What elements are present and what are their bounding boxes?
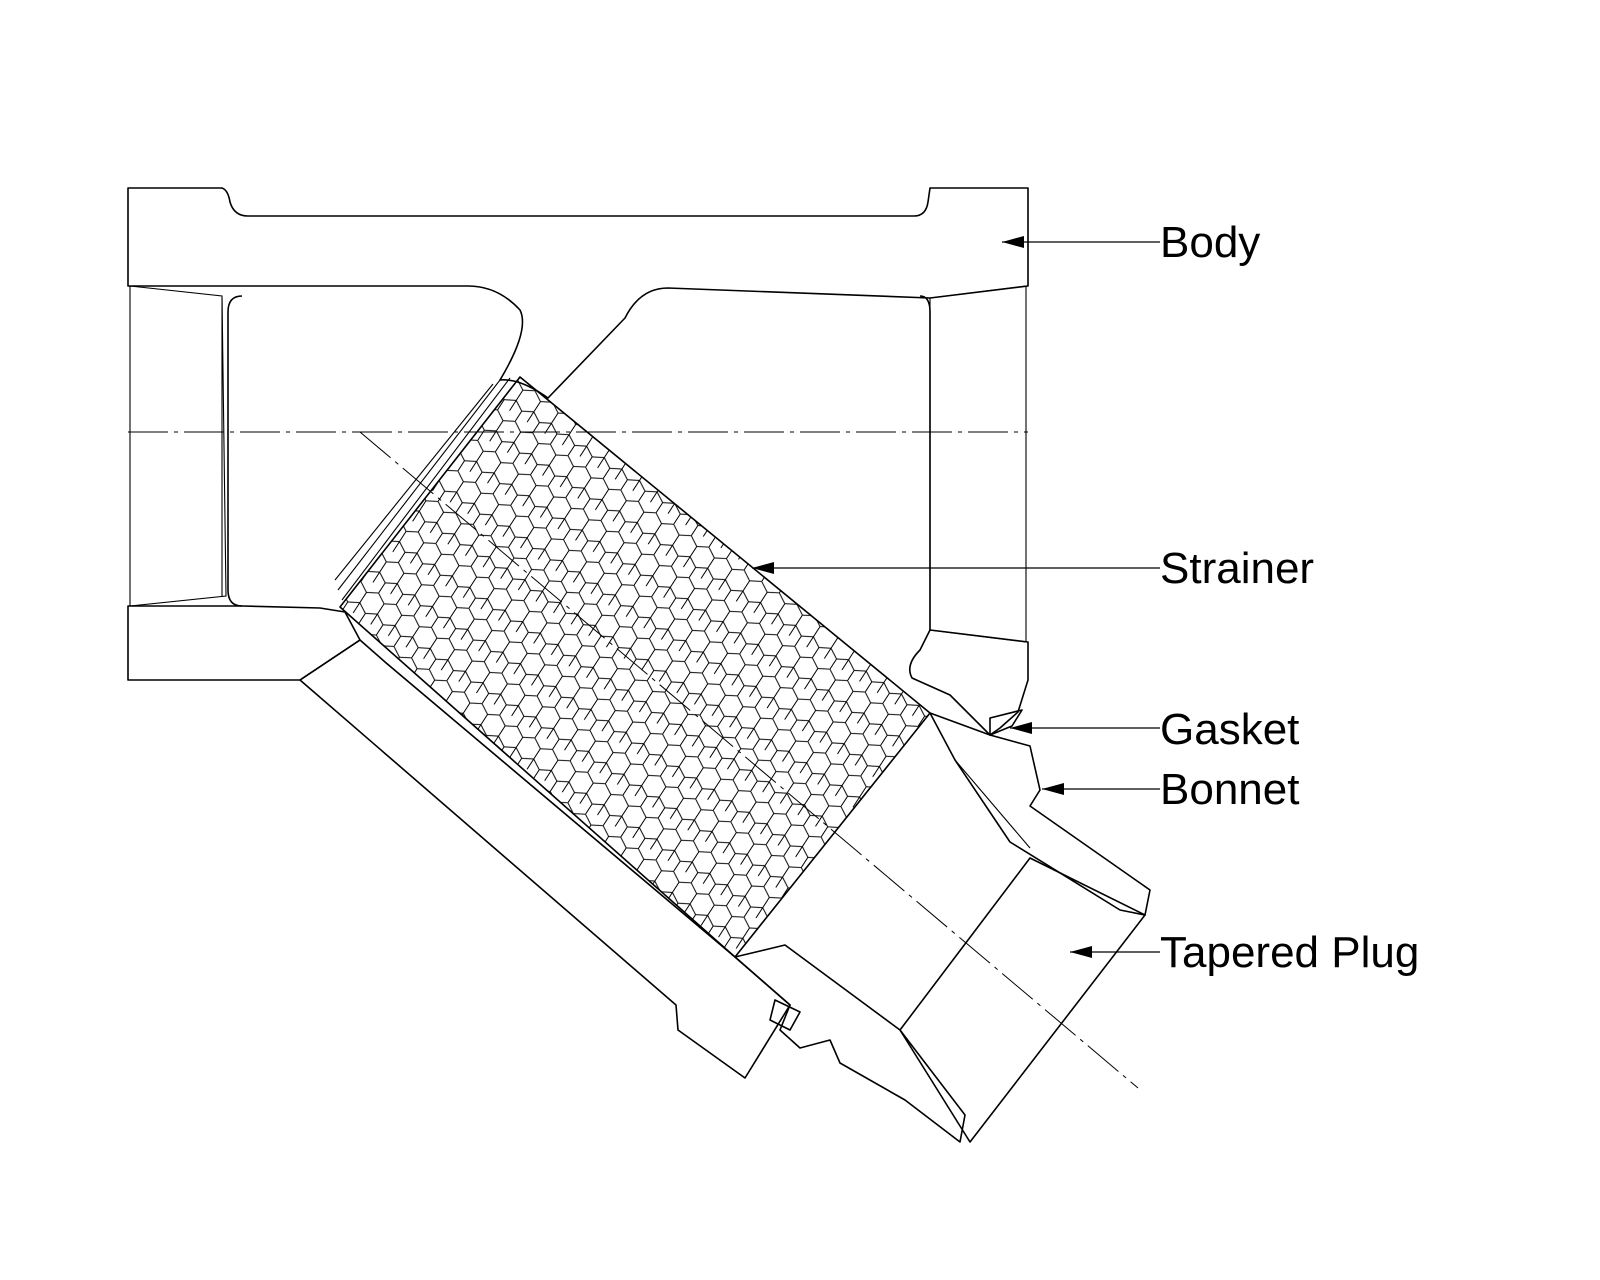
- tapered-plug-thread: [899, 857, 1146, 1143]
- gasket: [769, 709, 1023, 1031]
- body-right-port-thread: [929, 285, 1027, 643]
- label-bonnet: Bonnet: [1160, 765, 1299, 814]
- body-left-port-thread: [129, 285, 227, 607]
- body-bottom-right-wall: [909, 629, 1029, 736]
- bonnet-right-wall: [929, 712, 1151, 916]
- strainer-axis-centerline: [359, 431, 1139, 1089]
- bonnet: [299, 639, 1151, 1143]
- valve-body: [127, 187, 1029, 736]
- body-bottom-left-wall: [127, 605, 361, 681]
- gasket-left: [769, 999, 801, 1031]
- label-tapered-plug: Tapered Plug: [1160, 928, 1419, 977]
- body-top-wall: [127, 187, 1029, 399]
- gasket-right: [989, 709, 1023, 736]
- label-strainer: Strainer: [1160, 544, 1314, 593]
- bonnet-lower-flange: [734, 944, 966, 1143]
- label-body: Body: [1160, 218, 1260, 267]
- callout-leaders: [752, 236, 1160, 958]
- tapered-plug: [899, 857, 1146, 1143]
- strainer-screen: [334, 376, 931, 958]
- label-gasket: Gasket: [1160, 705, 1299, 754]
